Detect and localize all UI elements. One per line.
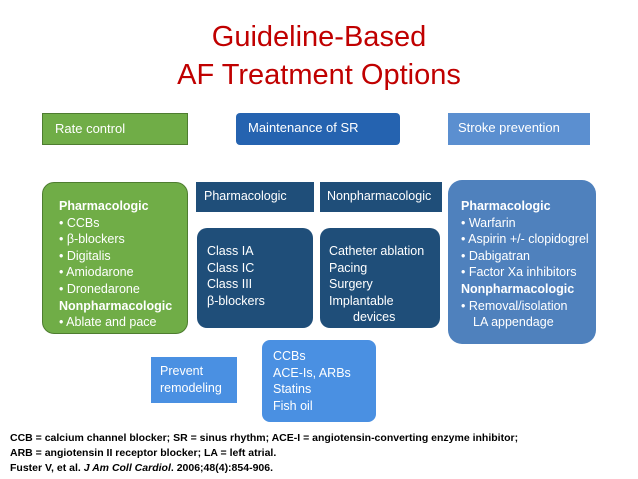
maintenance-pharm-item: Class III [207,277,253,292]
rate-nonpharm-heading: Nonpharmacologic [59,298,173,313]
slide-title-line1: Guideline-Based [211,21,427,53]
stroke-prevention-box: Pharmacologic • Warfarin • Aspirin +/- c… [448,180,596,344]
maintenance-nonpharm-item: Catheter ablation [329,244,425,258]
maintenance-nonpharm-item: Surgery [329,277,373,292]
maintenance-pharm-box: Class IA Class IC Class III β-blockers [197,228,313,328]
remodeling-drugs-box: CCBs ACE-Is, ARBs Statins Fish oil [262,340,376,422]
stroke-item: • Dabigatran [461,248,531,263]
maintenance-nonpharm-item: Implantable [329,293,394,308]
maintenance-pharm-item: Class IA [207,244,254,258]
prevent-remodeling-text: Prevent [160,364,204,378]
stroke-item: • Factor Xa inhibitors [461,265,577,280]
maintenance-nonpharm-item: Pacing [329,260,368,275]
footnote-line1: CCB = calcium channel blocker; SR = sinu… [10,432,519,444]
rate-item: • Amiodarone [59,265,134,280]
rate-item: • CCBs [59,215,100,230]
rate-control-box: Pharmacologic • CCBs • β-blockers • Digi… [42,182,188,334]
rate-control-header: Rate control [42,113,188,145]
maintenance-nonpharm-box: Catheter ablation Pacing Surgery Implant… [320,228,440,328]
stroke-nonpharm-heading: Nonpharmacologic [461,281,575,296]
citation-details: . 2006;48(4):854-906. [170,462,274,474]
remodeling-drug: Statins [273,382,312,397]
slide-title-line2: AF Treatment Options [177,59,461,91]
rate-item: • β-blockers [59,232,125,247]
prevent-remodeling-box: Prevent remodeling [151,357,237,403]
maintenance-sr-header: Maintenance of SR [236,113,400,145]
rate-item: • Dronedarone [59,281,140,296]
stroke-pharm-heading: Pharmacologic [461,199,551,213]
remodeling-drug: CCBs [273,349,306,363]
rate-item: • Digitalis [59,248,111,263]
maintenance-nonpharm-item: devices [353,310,396,325]
rate-pharm-heading: Pharmacologic [59,199,149,213]
citation-journal: J Am Coll Cardiol [83,462,171,474]
stroke-nonpharm-item: • Removal/isolation [461,298,568,313]
remodeling-drug: ACE-Is, ARBs [273,365,351,380]
stroke-nonpharm-item: LA appendage [473,315,554,330]
remodeling-drug: Fish oil [273,398,313,413]
maintenance-pharm-label: Pharmacologic [196,182,314,212]
footnote-citation: Fuster V, et al. J Am Coll Cardiol. 2006… [10,461,273,475]
citation-authors: Fuster V, et al. [10,462,84,474]
maintenance-pharm-item: β-blockers [207,293,265,308]
stroke-item: • Aspirin +/- clopidogrel [461,232,589,247]
stroke-prevention-header: Stroke prevention [448,113,590,145]
maintenance-nonpharm-label: Nonpharmacologic [320,182,442,212]
prevent-remodeling-text: remodeling [160,380,222,395]
maintenance-pharm-item: Class IC [207,260,255,275]
stroke-item: • Warfarin [461,215,516,230]
footnote-line2: ARB = angiotensin II receptor blocker; L… [10,447,277,459]
rate-nonpharm-item: • Ablate and pace [59,315,157,330]
